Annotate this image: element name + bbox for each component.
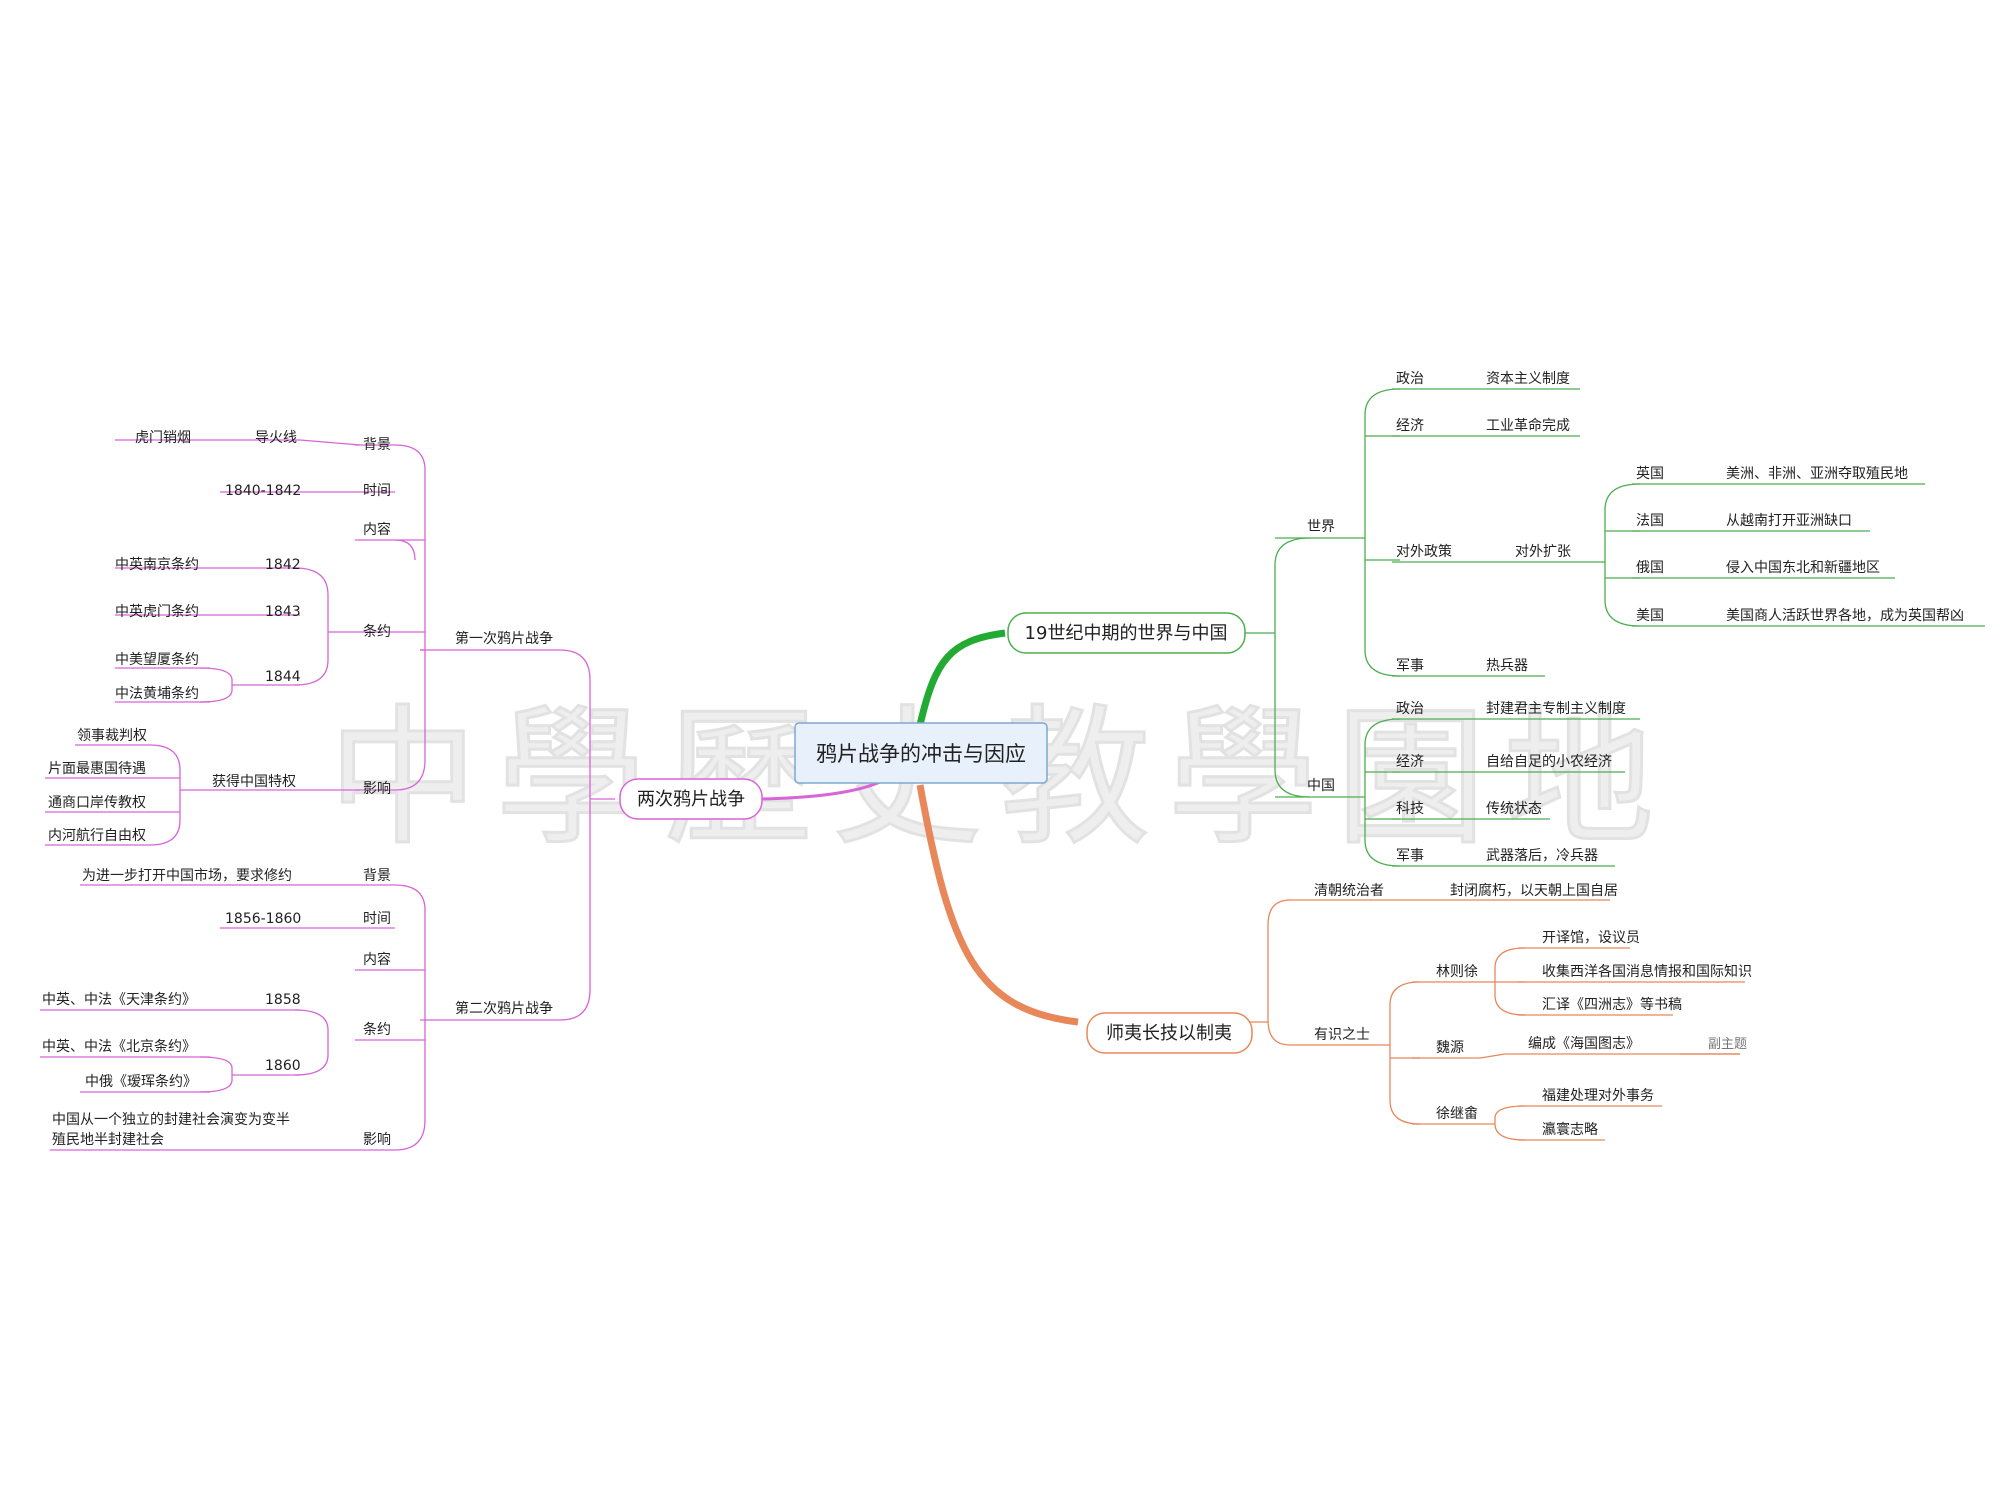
treaty-year: 1844: [265, 669, 301, 685]
first-bg-value: 虎门销烟: [135, 430, 191, 446]
center-topic-label: 鸦片战争的冲击与因应: [816, 742, 1026, 766]
china-node-label: 中国: [1307, 778, 1335, 794]
country-value: 侵入中国东北和新疆地区: [1726, 559, 1880, 576]
xu-item: 福建处理对外事务: [1542, 1088, 1654, 1104]
treaty-name: 中俄《瑷珲条约》: [85, 1073, 197, 1090]
xu-name: 徐继畬: [1436, 1105, 1478, 1122]
privilege-item: 通商口岸传教权: [48, 795, 146, 811]
china-item-value: 传统状态: [1486, 801, 1542, 817]
world-economy-value: 工业革命完成: [1486, 417, 1570, 434]
lin-item: 开译馆，设议员: [1542, 930, 1640, 946]
qing-label: 清朝统治者: [1314, 883, 1384, 899]
treaty-name: 中法黄埔条约: [115, 685, 199, 702]
xu-item: 瀛寰志略: [1542, 1121, 1598, 1138]
second-time-value: 1856-1860: [225, 911, 301, 927]
country-name: 美国: [1636, 608, 1664, 624]
treaty-name: 中英、中法《北京条约》: [42, 1038, 196, 1055]
first-content-label: 内容: [363, 521, 391, 538]
treaty-name: 中美望厦条约: [115, 651, 199, 668]
treaty-name: 中英虎门条约: [115, 603, 199, 620]
treaty-year: 1842: [265, 557, 301, 573]
world-topic-node[interactable]: [1007, 612, 1246, 654]
second-bg-value: 为进一步打开中国市场，要求修约: [82, 867, 292, 884]
second-war-label: 第二次鸦片战争: [455, 1000, 553, 1017]
wars-lines: [40, 439, 615, 1151]
china-item-label: 军事: [1396, 848, 1424, 864]
first-impact-label: 影响: [363, 781, 391, 797]
lin-item: 收集西洋各国消息情报和国际知识: [1542, 963, 1752, 980]
country-value: 美洲、非洲、亚洲夺取殖民地: [1726, 465, 1908, 482]
country-value: 从越南打开亚洲缺口: [1726, 512, 1852, 529]
wars-topic-node[interactable]: [619, 778, 763, 820]
first-impact-sub: 获得中国特权: [212, 773, 296, 790]
connector-world: [916, 629, 1006, 726]
second-impact-line1: 中国从一个独立的封建社会演变为变半: [52, 1112, 290, 1128]
country-value: 美国商人活跃世界各地，成为英国帮凶: [1726, 607, 1964, 624]
second-treaties-label: 条约: [363, 1021, 391, 1038]
second-impact-line2: 殖民地半封建社会: [52, 1131, 164, 1148]
second-content-label: 内容: [363, 951, 391, 968]
first-time-label: 时间: [363, 483, 391, 499]
world-military-value: 热兵器: [1486, 658, 1528, 674]
treaty-year: 1843: [265, 604, 301, 620]
response-topic-label: 师夷长技以制夷: [1106, 1023, 1232, 1044]
world-policy-sub: 对外扩张: [1515, 544, 1571, 560]
lin-name: 林则徐: [1436, 964, 1478, 980]
first-time-value: 1840-1842: [225, 483, 301, 499]
world-politics-value: 资本主义制度: [1486, 371, 1570, 387]
wei-tag: 副主题: [1708, 1037, 1747, 1052]
first-treaties-label: 条约: [363, 623, 391, 640]
wars-topic-label: 两次鸦片战争: [637, 789, 745, 810]
first-bg-label: 背景: [363, 437, 391, 453]
response-topic-node[interactable]: [1086, 1012, 1253, 1054]
response-lines: [1240, 899, 1745, 1141]
china-item-label: 政治: [1396, 701, 1424, 717]
china-item-value: 自给自足的小农经济: [1486, 754, 1612, 770]
qing-value: 封闭腐朽，以天朝上国自居: [1450, 882, 1618, 899]
world-node-label: 世界: [1307, 519, 1335, 535]
center-topic-node[interactable]: [794, 722, 1048, 784]
second-bg-label: 背景: [363, 868, 391, 884]
world-military-label: 军事: [1396, 658, 1424, 674]
second-time-label: 时间: [363, 911, 391, 927]
world-politics-label: 政治: [1396, 371, 1424, 387]
first-war-label: 第一次鸦片战争: [455, 630, 553, 647]
wei-item: 编成《海国图志》: [1528, 1036, 1640, 1052]
connector-response: [916, 784, 1079, 1026]
china-item-value: 武器落后，冷兵器: [1486, 848, 1598, 864]
china-item-label: 经济: [1396, 754, 1424, 770]
world-economy-label: 经济: [1396, 418, 1424, 434]
country-name: 俄国: [1636, 560, 1664, 576]
connector-wars: [761, 780, 881, 801]
lin-item: 汇译《四洲志》等书稿: [1542, 996, 1682, 1013]
scholars-label: 有识之士: [1314, 1027, 1370, 1043]
world-policy-label: 对外政策: [1396, 543, 1452, 560]
treaty-year: 1858: [265, 992, 301, 1008]
world-lines: [1245, 388, 1985, 867]
privilege-item: 内河航行自由权: [48, 828, 146, 844]
treaty-name: 中英、中法《天津条约》: [42, 991, 196, 1008]
treaty-year: 1860: [265, 1058, 301, 1074]
second-impact-label: 影响: [363, 1132, 391, 1148]
world-topic-label: 19世纪中期的世界与中国: [1025, 623, 1228, 644]
privilege-item: 领事裁判权: [77, 728, 147, 744]
wei-name: 魏源: [1436, 1040, 1464, 1056]
country-name: 英国: [1636, 465, 1664, 482]
country-name: 法国: [1636, 513, 1664, 529]
treaty-name: 中英南京条约: [115, 556, 199, 573]
china-item-label: 科技: [1396, 801, 1424, 817]
first-bg-sub: 导火线: [255, 430, 297, 446]
privilege-item: 片面最惠国待遇: [48, 761, 146, 777]
china-item-value: 封建君主专制主义制度: [1486, 701, 1626, 717]
